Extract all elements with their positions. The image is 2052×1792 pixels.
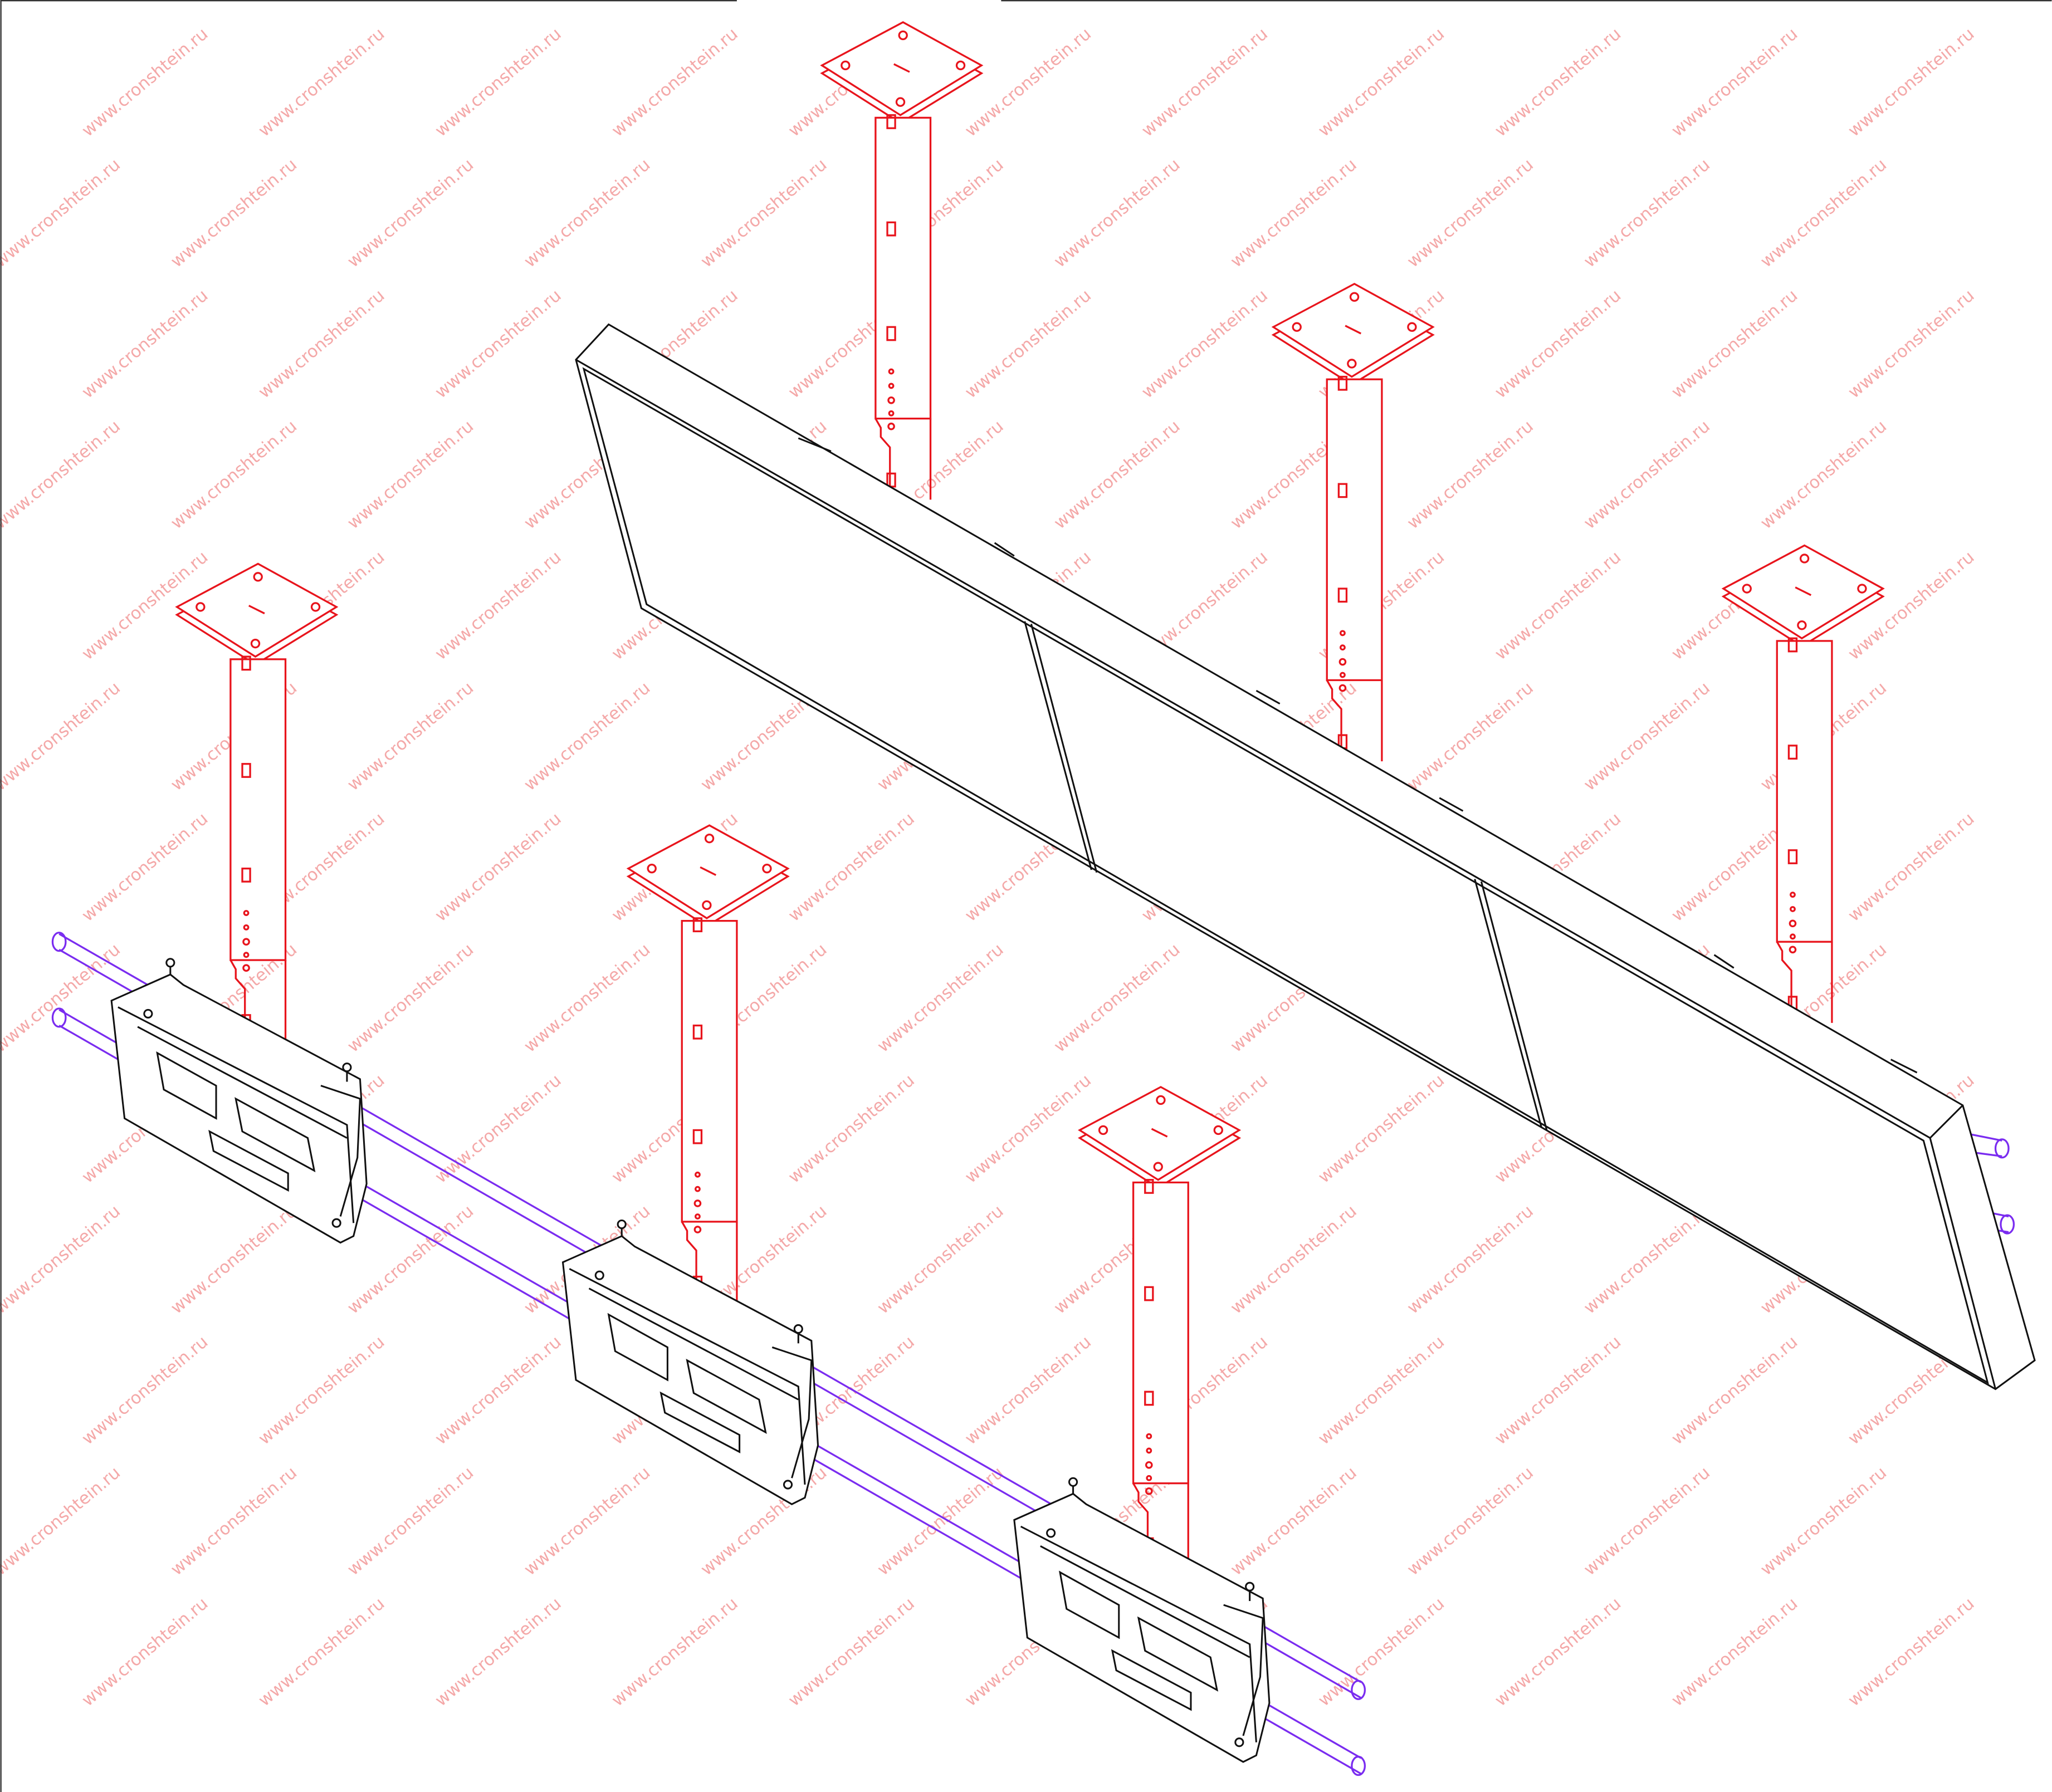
watermark-text: www.cronshtein.ru [1138, 25, 1272, 141]
watermark-text: www.cronshtein.ru [1315, 1071, 1448, 1187]
watermark-text: www.cronshtein.ru [1051, 417, 1184, 533]
watermark-text: www.cronshtein.ru [1580, 417, 1714, 533]
watermark-text: www.cronshtein.ru [1138, 286, 1272, 402]
watermark-text: www.cronshtein.ru [785, 1071, 918, 1187]
watermark-text: www.cronshtein.ru [608, 25, 742, 141]
watermark-text: www.cronshtein.ru [1227, 1463, 1361, 1579]
watermark-text: www.cronshtein.ru [344, 155, 477, 271]
watermark-text: www.cronshtein.ru [520, 1463, 654, 1579]
watermark-text: www.cronshtein.ru [0, 417, 124, 533]
watermark-text: www.cronshtein.ru [961, 1332, 1095, 1448]
video-wall-display [575, 323, 2036, 1390]
watermark-text: www.cronshtein.ru [961, 25, 1095, 141]
watermark-text: www.cronshtein.ru [1845, 809, 1978, 926]
watermark-text: www.cronshtein.ru [1845, 1594, 1978, 1710]
watermark-text: www.cronshtein.ru [167, 1202, 301, 1318]
watermark-text: www.cronshtein.ru [432, 1594, 565, 1710]
watermark-text: www.cronshtein.ru [1491, 547, 1625, 664]
watermark-text: www.cronshtein.ru [1757, 417, 1890, 533]
watermark-text: www.cronshtein.ru [1227, 155, 1361, 271]
watermark-text: www.cronshtein.ru [432, 25, 565, 141]
watermark-text: www.cronshtein.ru [1668, 25, 1801, 141]
watermark-text: www.cronshtein.ru [0, 1202, 124, 1318]
watermark-text: www.cronshtein.ru [344, 678, 477, 795]
watermark-text: www.cronshtein.ru [520, 940, 654, 1056]
watermark-text: www.cronshtein.ru [1668, 286, 1801, 402]
watermark-text: www.cronshtein.ru [432, 1071, 565, 1187]
watermark-text: www.cronshtein.ru [1404, 1202, 1537, 1318]
watermark-text: www.cronshtein.ru [78, 809, 212, 926]
watermark-text: www.cronshtein.ru [432, 286, 565, 402]
watermark-text: www.cronshtein.ru [961, 286, 1095, 402]
wall-bracket [561, 1220, 819, 1505]
ceiling-mount [1722, 544, 1884, 1024]
watermark-text: www.cronshtein.ru [0, 155, 124, 271]
watermark-text: www.cronshtein.ru [1051, 155, 1184, 271]
watermark-text: www.cronshtein.ru [0, 940, 124, 1056]
watermark-text: www.cronshtein.ru [1580, 678, 1714, 795]
watermark-text: www.cronshtein.ru [255, 286, 389, 402]
watermark-text: www.cronshtein.ru [78, 1594, 212, 1710]
watermark-text: www.cronshtein.ru [697, 155, 831, 271]
watermark-text: www.cronshtein.ru [167, 155, 301, 271]
watermark-text: www.cronshtein.ru [874, 1463, 1008, 1579]
watermark-text: www.cronshtein.ru [1757, 155, 1890, 271]
wall-bracket [1013, 1477, 1271, 1763]
watermark-text: www.cronshtein.ru [344, 940, 477, 1056]
watermark-text: www.cronshtein.ru [432, 809, 565, 926]
watermark-text: www.cronshtein.ru [1491, 286, 1625, 402]
watermark-text: www.cronshtein.ru [255, 25, 389, 141]
watermark-text: www.cronshtein.ru [432, 547, 565, 664]
watermark-text: www.cronshtein.ru [78, 286, 212, 402]
watermark-text: www.cronshtein.ru [1315, 1594, 1448, 1710]
watermark-text: www.cronshtein.ru [1404, 155, 1537, 271]
watermark-text: www.cronshtein.ru [1315, 25, 1448, 141]
watermark-text: www.cronshtein.ru [1845, 25, 1978, 141]
watermark-text: www.cronshtein.ru [344, 417, 477, 533]
watermark-text: www.cronshtein.ru [167, 1463, 301, 1579]
watermark-text: www.cronshtein.ru [1491, 25, 1625, 141]
watermark-text: www.cronshtein.ru [961, 1071, 1095, 1187]
watermark-text: www.cronshtein.ru [1580, 1202, 1714, 1318]
watermark-text: www.cronshtein.ru [785, 1594, 918, 1710]
watermark-text: www.cronshtein.ru [255, 1594, 389, 1710]
watermark-text: www.cronshtein.ru [344, 1463, 477, 1579]
watermark-text: www.cronshtein.ru [1227, 1202, 1361, 1318]
watermark-text: www.cronshtein.ru [874, 940, 1008, 1056]
watermark-text: www.cronshtein.ru [1668, 1594, 1801, 1710]
watermark-text: www.cronshtein.ru [1404, 1463, 1537, 1579]
watermark-text: www.cronshtein.ru [0, 1463, 124, 1579]
watermark-layer: www.cronshtein.ru www.cronshtein.ru www.cr… [0, 25, 1978, 1711]
watermark-text: www.cronshtein.ru [1404, 417, 1537, 533]
watermark-text: www.cronshtein.ru [608, 1594, 742, 1710]
watermark-text: www.cronshtein.ru [432, 1332, 565, 1448]
watermark-text: www.cronshtein.ru [1580, 155, 1714, 271]
watermark-text: www.cronshtein.ru [1491, 1332, 1625, 1448]
watermark-text: www.cronshtein.ru [1051, 940, 1184, 1056]
watermark-text: www.cronshtein.ru [785, 809, 918, 926]
watermark-text: www.cronshtein.ru [78, 1332, 212, 1448]
watermark-text: www.cronshtein.ru [1491, 1594, 1625, 1710]
watermark-text: www.cronshtein.ru [520, 678, 654, 795]
watermark-text: www.cronshtein.ru [1404, 678, 1537, 795]
watermark-text: www.cronshtein.ru [0, 678, 124, 795]
watermark-text: www.cronshtein.ru [167, 417, 301, 533]
watermark-text: www.cronshtein.ru [255, 1332, 389, 1448]
watermark-text: www.cronshtein.ru [1315, 1332, 1448, 1448]
watermark-text: www.cronshtein.ru [874, 1202, 1008, 1318]
watermark-text: www.cronshtein.ru [1845, 286, 1978, 402]
watermark-text: www.cronshtein.ru [520, 155, 654, 271]
watermark-text: www.cronshtein.ru [78, 25, 212, 141]
watermark-text: www.cronshtein.ru [1668, 1332, 1801, 1448]
watermark-text: www.cronshtein.ru [1580, 1463, 1714, 1579]
watermark-text: www.cronshtein.ru [344, 1202, 477, 1318]
watermark-text: www.cronshtein.ru [1757, 1463, 1890, 1579]
